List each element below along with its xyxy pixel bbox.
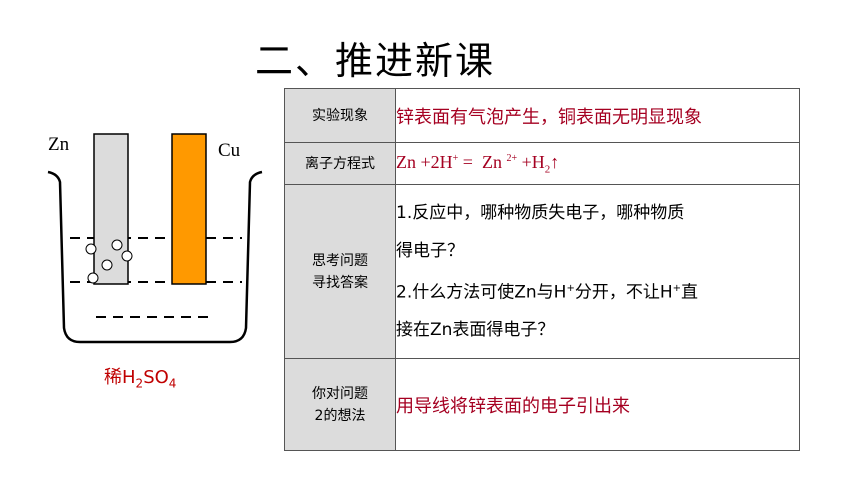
zinc-electrode [93, 133, 129, 285]
ionic-equation: Zn +2H+ = Zn 2+ +H2↑ [395, 142, 800, 185]
copper-electrode [171, 133, 207, 285]
zinc-label: Zn [48, 134, 70, 155]
bubble [111, 239, 123, 251]
idea-text: 用导线将锌表面的电子引出来 [395, 358, 800, 451]
bubble [87, 272, 99, 284]
beaker-diagram: Zn Cu [30, 110, 270, 410]
phenomenon-text: 锌表面有气泡产生，铜表面无明显现象 [395, 88, 800, 143]
beaker-svg: Zn Cu [47, 133, 263, 344]
table-row: 实验现象 锌表面有气泡产生，铜表面无明显现象 [284, 88, 800, 143]
beaker-outline [47, 170, 263, 344]
copper-label: Cu [218, 140, 241, 161]
bubble [121, 250, 133, 262]
table-row: 离子方程式 Zn +2H+ = Zn 2+ +H2↑ [284, 142, 800, 185]
row-header-phenomenon: 实验现象 [284, 88, 396, 143]
bubble [101, 259, 113, 271]
questions-text: 1.反应中，哪种物质失电子，哪种物质 得电子？ 2.什么方法可使Zn与H+分开，… [395, 184, 800, 359]
table-row: 你对问题 2的想法 用导线将锌表面的电子引出来 [284, 358, 800, 451]
row-header-questions: 思考问题 寻找答案 [284, 184, 396, 359]
page-title: 二、推进新课 [255, 39, 496, 83]
question-2-line-2: 接在Zn表面得电子？ [396, 320, 555, 341]
row-header-equation: 离子方程式 [284, 142, 396, 185]
bubble [85, 243, 97, 255]
question-1-line-2: 得电子？ [396, 240, 464, 261]
acid-label: 稀H2SO4 [104, 367, 177, 391]
question-1-line-1: 1.反应中，哪种物质失电子，哪种物质 [396, 202, 685, 223]
experiment-table: 实验现象 锌表面有气泡产生，铜表面无明显现象 离子方程式 Zn +2H+ = Z… [284, 88, 800, 451]
question-2-line-1: 2.什么方法可使Zn与H+分开，不让H+直 [396, 282, 699, 303]
table-row: 思考问题 寻找答案 1.反应中，哪种物质失电子，哪种物质 得电子？ 2.什么方法… [284, 184, 800, 359]
row-header-idea: 你对问题 2的想法 [284, 358, 396, 451]
